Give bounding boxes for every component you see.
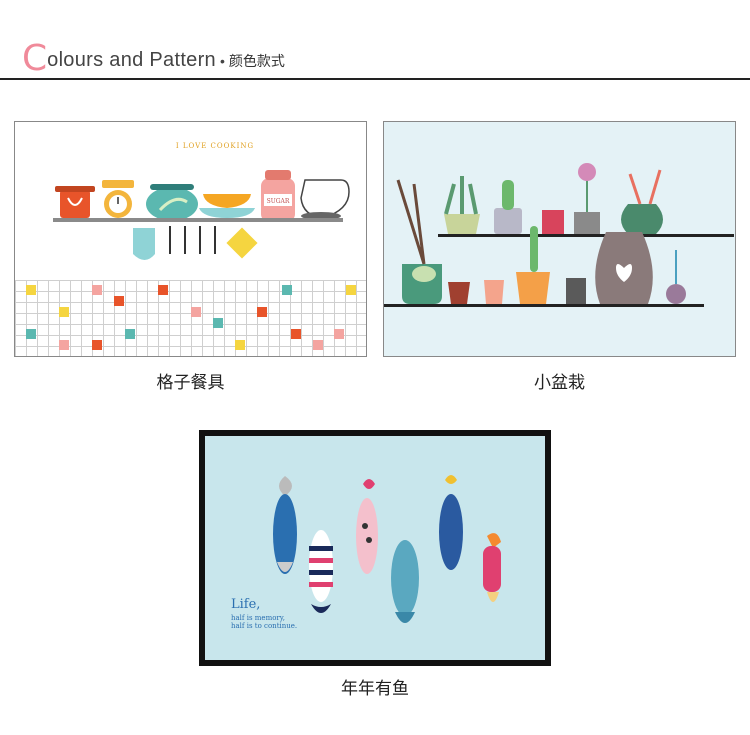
kitchen-illustration: I LOVE COOKING SUGAR <box>53 142 350 260</box>
section-title: Colours and Pattern•颜色款式 <box>22 38 285 79</box>
caption-kitchen: 格子餐具 <box>156 373 225 393</box>
quote-line-1: half is memory, <box>231 614 286 622</box>
header-divider <box>0 78 750 80</box>
quote-title: Life, <box>231 597 261 612</box>
plants-illustration <box>384 163 734 307</box>
jar-label: SUGAR <box>267 198 290 205</box>
banner-text: I LOVE COOKING <box>176 142 254 150</box>
fish-illustration <box>273 475 501 623</box>
title-separator: • <box>219 53 225 69</box>
quote-line-2: half is to continue. <box>231 622 298 630</box>
caption-plants: 小盆栽 <box>534 373 585 393</box>
fish-canvas: Life, half is memory, half is to continu… <box>205 436 545 660</box>
title-initial: C <box>22 38 48 79</box>
product-card-plants[interactable] <box>383 121 736 357</box>
product-card-kitchen[interactable]: I LOVE COOKING SUGAR <box>14 121 367 357</box>
section-header: Colours and Pattern•颜色款式 <box>0 0 750 80</box>
title-chinese: 颜色款式 <box>228 54 285 70</box>
title-text: olours and Pattern <box>47 49 216 71</box>
tile-grid <box>15 280 366 356</box>
caption-fish: 年年有鱼 <box>341 679 409 699</box>
quote-block: Life, half is memory, half is to continu… <box>231 597 297 630</box>
product-card-fish[interactable]: Life, half is memory, half is to continu… <box>199 430 551 666</box>
